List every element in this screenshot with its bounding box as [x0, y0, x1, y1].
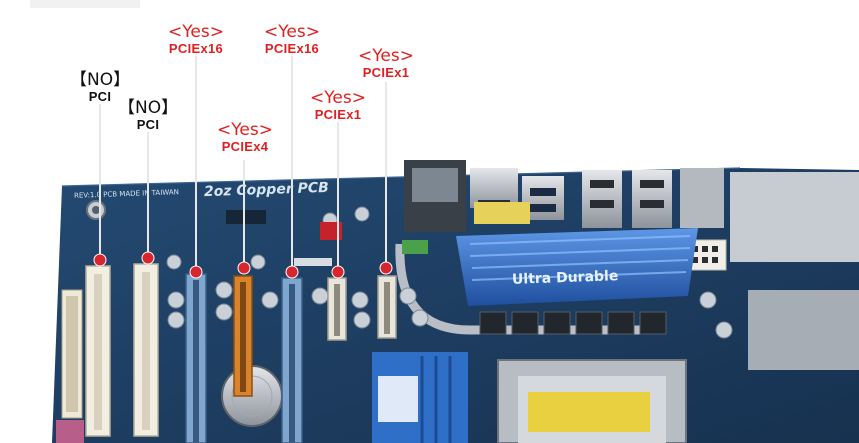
- status-no-label: 【NO】: [118, 98, 179, 118]
- slot-name-label: PCIEx16: [264, 41, 320, 56]
- callout-pciex4: <Yes> PCIEx4: [212, 120, 278, 154]
- status-yes-label: <Yes>: [358, 46, 414, 66]
- capacitors: [166, 206, 733, 339]
- status-yes-label: <Yes>: [217, 120, 273, 140]
- slot-name-label: PCI: [88, 89, 112, 104]
- slot-name-label: PCIEx16: [168, 41, 224, 56]
- usb-port: [582, 170, 622, 228]
- status-no-label: 【NO】: [70, 70, 131, 90]
- callout-pciex1-2: <Yes> PCIEx1: [352, 46, 420, 80]
- callout-pciex16-1: <Yes> PCIEx16: [158, 22, 234, 56]
- vrm-heatsink: [456, 228, 698, 306]
- usb-port: [632, 170, 672, 228]
- callout-pci-2: 【NO】 PCI: [118, 98, 179, 132]
- slot-name-label: PCI: [136, 117, 160, 132]
- status-yes-label: <Yes>: [168, 22, 224, 42]
- slot-name-label: PCIEx4: [221, 139, 269, 154]
- callout-pci-1: 【NO】 PCI: [70, 70, 131, 104]
- callout-pciex16-2: <Yes> PCIEx16: [254, 22, 330, 56]
- callout-pciex1-1: <Yes> PCIEx1: [304, 88, 372, 122]
- status-yes-label: <Yes>: [264, 22, 320, 42]
- expansion-slots: [85, 263, 397, 443]
- slot-name-label: PCIEx1: [362, 65, 410, 80]
- slot-name-label: PCIEx1: [314, 107, 362, 122]
- status-yes-label: <Yes>: [310, 88, 366, 108]
- callout-pointers: [99, 56, 387, 272]
